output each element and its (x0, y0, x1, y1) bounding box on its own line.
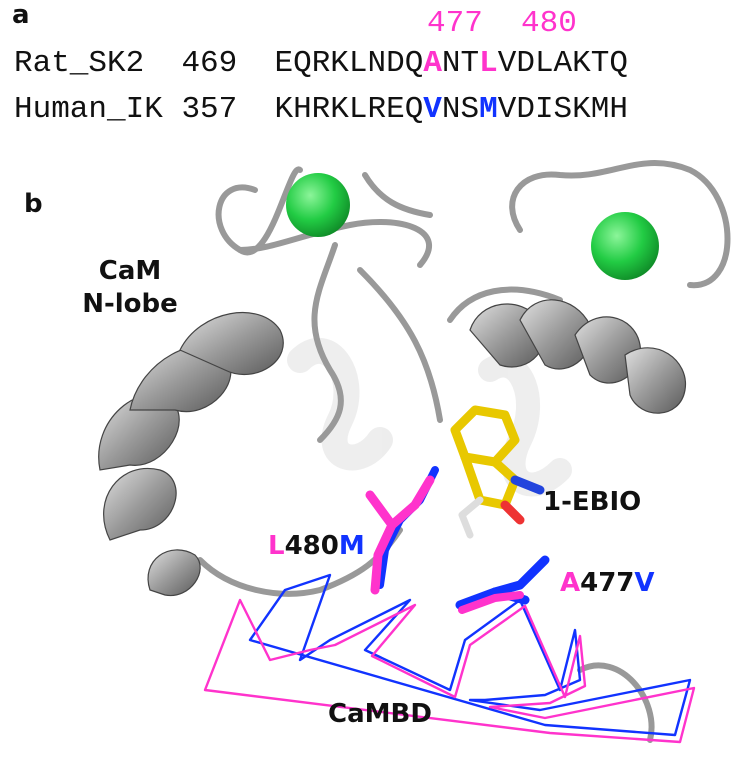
residue-480: M (479, 92, 498, 127)
cam-helix-right (469, 299, 687, 414)
residue-480-sidechain (365, 466, 439, 595)
residue-477-sidechain (455, 555, 550, 614)
seq-post: VDISKMH (497, 92, 628, 127)
mut480-num: 480 (284, 531, 339, 561)
seq-post: VDLAKTQ (497, 46, 628, 81)
species-name: Human_IK (14, 92, 163, 127)
cam-n-lobe-label: CaM N-lobe (72, 255, 188, 320)
cam-label-line1: CaM (98, 256, 162, 286)
start-position: 357 (181, 92, 238, 127)
seq-pre: KHRKLREQ (274, 92, 424, 127)
cambd-backbone-ik (248, 573, 692, 737)
seq-mid: NT (441, 46, 480, 81)
cambd-backbone-sk2 (203, 598, 696, 744)
mutation-label-480: L480M (268, 530, 365, 563)
mut477-to: V (634, 568, 655, 598)
cam-label-line2: N-lobe (82, 288, 178, 319)
ligand-label: 1-EBIO (543, 487, 642, 517)
mut477-num: 477 (580, 568, 635, 598)
mut480-to: M (338, 531, 365, 561)
ribbon-loops (197, 160, 731, 743)
cam-helix-left (98, 312, 284, 597)
ligand-1-ebio (450, 405, 545, 539)
seq-mid: NS (441, 92, 480, 127)
mut480-from: L (268, 531, 285, 561)
mut477-from: A (560, 568, 581, 598)
species-name: Rat_SK2 (14, 46, 145, 81)
calcium-ion (286, 173, 350, 237)
residue-480: L (479, 46, 498, 81)
mutation-label-477: A477V (560, 567, 655, 600)
position-480: 480 (521, 6, 577, 41)
residue-477: V (423, 92, 442, 127)
panel-a-label: a (12, 0, 30, 30)
seq-pre: EQRKLNDQ (274, 46, 424, 81)
position-477: 477 (427, 6, 483, 41)
start-position: 469 (181, 46, 238, 81)
sequence-row-rat-sk2: Rat_SK2 469 EQRKLNDQANTLVDLAKTQ (14, 46, 628, 81)
cambd-label: CaMBD (328, 699, 432, 729)
sequence-row-human-ik: Human_IK 357 KHRKLREQVNSMVDISKMH (14, 92, 628, 127)
residue-477: A (423, 46, 442, 81)
calcium-ion (591, 212, 659, 280)
panel-b-label: b (24, 189, 43, 219)
